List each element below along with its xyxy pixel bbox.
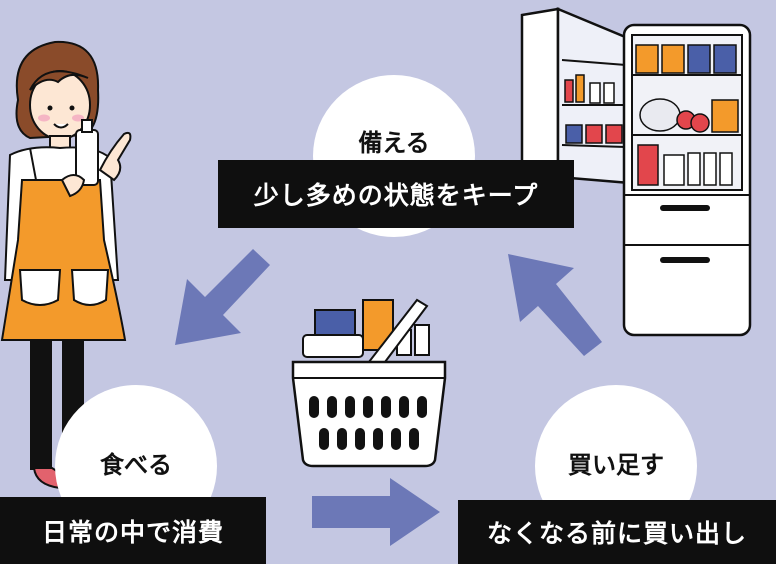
cycle-arrow-left xyxy=(175,249,270,345)
shopping-basket-illustration xyxy=(291,298,447,468)
prepare-caption-box: 少し多めの状態をキープ xyxy=(218,160,574,228)
cycle-arrow-bottom xyxy=(312,478,440,546)
buy-caption: なくなる前に買い出し xyxy=(486,519,747,548)
buy-caption-box: なくなる前に買い出し xyxy=(458,500,776,564)
cycle-arrow-right xyxy=(508,254,602,356)
eat-caption: 日常の中で消費 xyxy=(41,517,224,547)
prepare-caption: 少し多めの状態をキープ xyxy=(253,181,539,210)
eat-caption-box: 日常の中で消費 xyxy=(0,497,266,564)
eat-title: 食べる xyxy=(100,451,172,479)
refrigerator-illustration xyxy=(520,7,752,337)
prepare-title: 備える xyxy=(358,129,430,157)
buy-title: 買い足す xyxy=(568,451,664,479)
